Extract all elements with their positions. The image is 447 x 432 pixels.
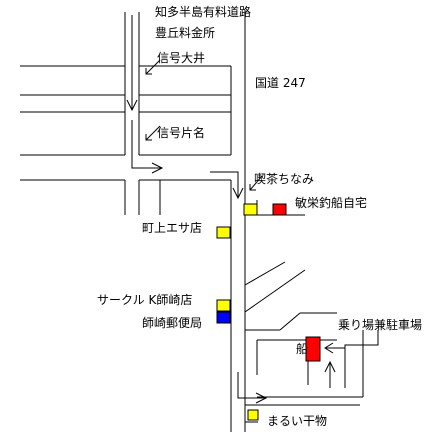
signal-oi-pointer-head	[145, 68, 152, 75]
route-arrow-shaft-3	[210, 171, 239, 198]
machiue-esa-marker	[216, 226, 231, 239]
route-arrow-head-5	[324, 342, 334, 354]
route-arrow-head-3	[232, 187, 244, 200]
signal-katana-pointer-head	[145, 134, 152, 141]
signal-katana-pointer	[145, 125, 161, 141]
route-arrow-head-6	[324, 360, 336, 373]
label-boat: 船	[296, 342, 309, 356]
route-arrow-shaft-2	[131, 120, 162, 169]
boat-marker	[305, 336, 321, 362]
route-arrows	[126, 15, 379, 423]
diagonal-street-1	[244, 261, 286, 286]
kissa-chinami-marker	[243, 203, 258, 216]
diagonal-street-2	[244, 269, 306, 313]
label-signal-oi: 信号大井	[157, 51, 206, 65]
label-pier-parking: 乗り場兼駐車場	[338, 318, 423, 332]
road-lines	[20, 10, 364, 432]
keiei-home-marker	[272, 203, 287, 216]
label-toyooka-toll: 豊丘料金所	[155, 26, 216, 40]
route-arrow-head-4	[255, 392, 268, 404]
label-marui-himono: まるい干物	[267, 414, 328, 428]
label-signal-katana: 信号片名	[157, 126, 206, 140]
route-arrow-head-1	[126, 99, 138, 112]
label-keiei-home: 敏栄釣船自宅	[295, 196, 368, 210]
label-route-247: 国道 247	[255, 76, 306, 90]
label-circle-k: サークル K師崎店	[97, 293, 193, 307]
harbor-diagonal	[279, 312, 301, 331]
label-post-office: 師崎郵便局	[142, 316, 203, 330]
post-office-marker	[216, 311, 231, 324]
marui-pointer	[244, 414, 258, 423]
signal-oi-pointer	[145, 59, 161, 75]
marui-himono-marker	[247, 409, 259, 421]
kissa-pointer-head	[249, 184, 256, 191]
label-toll-road: 知多半島有料道路	[155, 5, 252, 19]
circle-k-marker	[216, 299, 231, 312]
place-markers	[216, 203, 321, 421]
kissa-pointer	[249, 175, 263, 191]
label-machiue-esa: 町上エサ店	[142, 221, 203, 235]
route-arrow-shaft-4	[237, 372, 266, 399]
route-arrow-shaft-7	[344, 330, 379, 388]
label-kissa-chinami: 喫茶ちなみ	[254, 172, 315, 186]
route-arrow-head-2	[151, 162, 164, 174]
